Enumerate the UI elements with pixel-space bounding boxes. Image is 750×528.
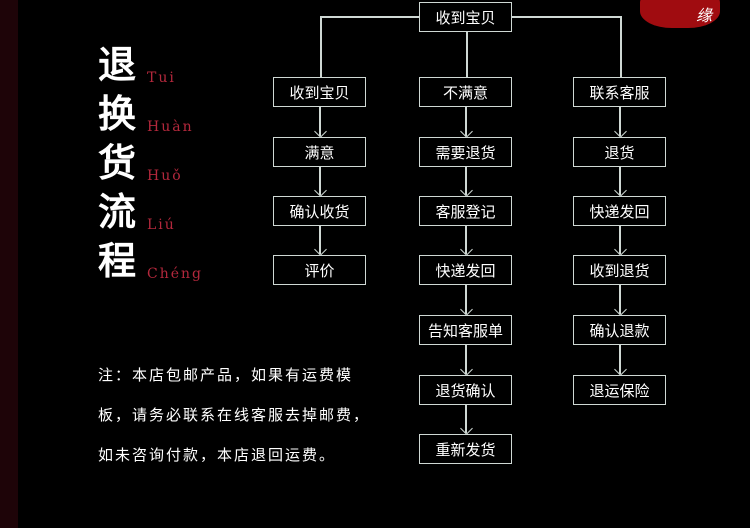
seal-text: 缘 [695, 6, 712, 25]
pinyin: Huàn [147, 119, 194, 135]
pinyin: Huǒ [147, 168, 183, 184]
flow-step-box: 收到宝贝 [273, 77, 366, 107]
connector-line [320, 16, 419, 18]
pinyin: Liú [147, 217, 176, 233]
flow-root-box: 收到宝贝 [419, 2, 512, 32]
flow-step-box: 联系客服 [573, 77, 666, 107]
arrow-down-icon [613, 363, 627, 376]
shipping-note: 注：本店包邮产品，如果有运费模 板，请务必联系在线客服去掉邮费， 如未咨询付款，… [98, 355, 398, 475]
arrow-down-icon [459, 243, 473, 256]
note-line: 注：本店包邮产品，如果有运费模 [98, 366, 354, 384]
title-char: 退 [98, 42, 137, 87]
flow-step-box: 快递发回 [419, 255, 512, 285]
arrow-down-icon [313, 125, 327, 138]
connector-line [320, 16, 322, 77]
title-pinyin: Tui Huàn Huǒ Liú Chéng [147, 54, 203, 299]
flow-step-box: 告知客服单 [419, 315, 512, 345]
flow-step-box: 评价 [273, 255, 366, 285]
flow-step-box: 退货确认 [419, 375, 512, 405]
left-border-strip [0, 0, 18, 528]
arrow-down-icon [459, 422, 473, 435]
title-char: 流 [98, 189, 137, 234]
seal-logo: 缘 [640, 0, 720, 28]
connector-line [465, 285, 467, 314]
connector-line [466, 32, 468, 77]
flow-step-box: 满意 [273, 137, 366, 167]
connector-line [619, 107, 621, 136]
arrow-down-icon [459, 363, 473, 376]
connector-line [512, 16, 620, 18]
connector-line [620, 16, 622, 77]
pinyin: Tui [147, 70, 176, 86]
flow-step-box: 确认退款 [573, 315, 666, 345]
note-line: 如未咨询付款，本店退回运费。 [98, 446, 337, 464]
arrow-down-icon [459, 303, 473, 316]
arrow-down-icon [613, 243, 627, 256]
connector-line [465, 167, 467, 195]
flow-step-box: 快递发回 [573, 196, 666, 226]
arrow-down-icon [313, 243, 327, 256]
title-char: 程 [98, 238, 137, 283]
connector-line [619, 226, 621, 254]
connector-line [465, 226, 467, 254]
flow-step-box: 确认收货 [273, 196, 366, 226]
connector-line [465, 405, 467, 433]
flow-step-box: 退货 [573, 137, 666, 167]
title-char: 货 [98, 140, 137, 185]
flow-step-box: 退运保险 [573, 375, 666, 405]
connector-line [619, 167, 621, 195]
note-line: 板，请务必联系在线客服去掉邮费， [98, 406, 371, 424]
connector-line [319, 107, 321, 136]
arrow-down-icon [459, 184, 473, 197]
arrow-down-icon [613, 184, 627, 197]
arrow-down-icon [459, 125, 473, 138]
arrow-down-icon [613, 303, 627, 316]
connector-line [465, 345, 467, 374]
page-title: 退 换 货 流 程 [98, 40, 142, 285]
pinyin: Chéng [147, 266, 203, 282]
connector-line [619, 345, 621, 374]
connector-line [619, 285, 621, 314]
flow-step-box: 不满意 [419, 77, 512, 107]
arrow-down-icon [613, 125, 627, 138]
arrow-down-icon [313, 184, 327, 197]
connector-line [319, 167, 321, 195]
flow-step-box: 需要退货 [419, 137, 512, 167]
title-char: 换 [98, 91, 137, 136]
flow-step-box: 收到退货 [573, 255, 666, 285]
connector-line [319, 226, 321, 254]
flow-step-box: 重新发货 [419, 434, 512, 464]
connector-line [465, 107, 467, 136]
flow-step-box: 客服登记 [419, 196, 512, 226]
